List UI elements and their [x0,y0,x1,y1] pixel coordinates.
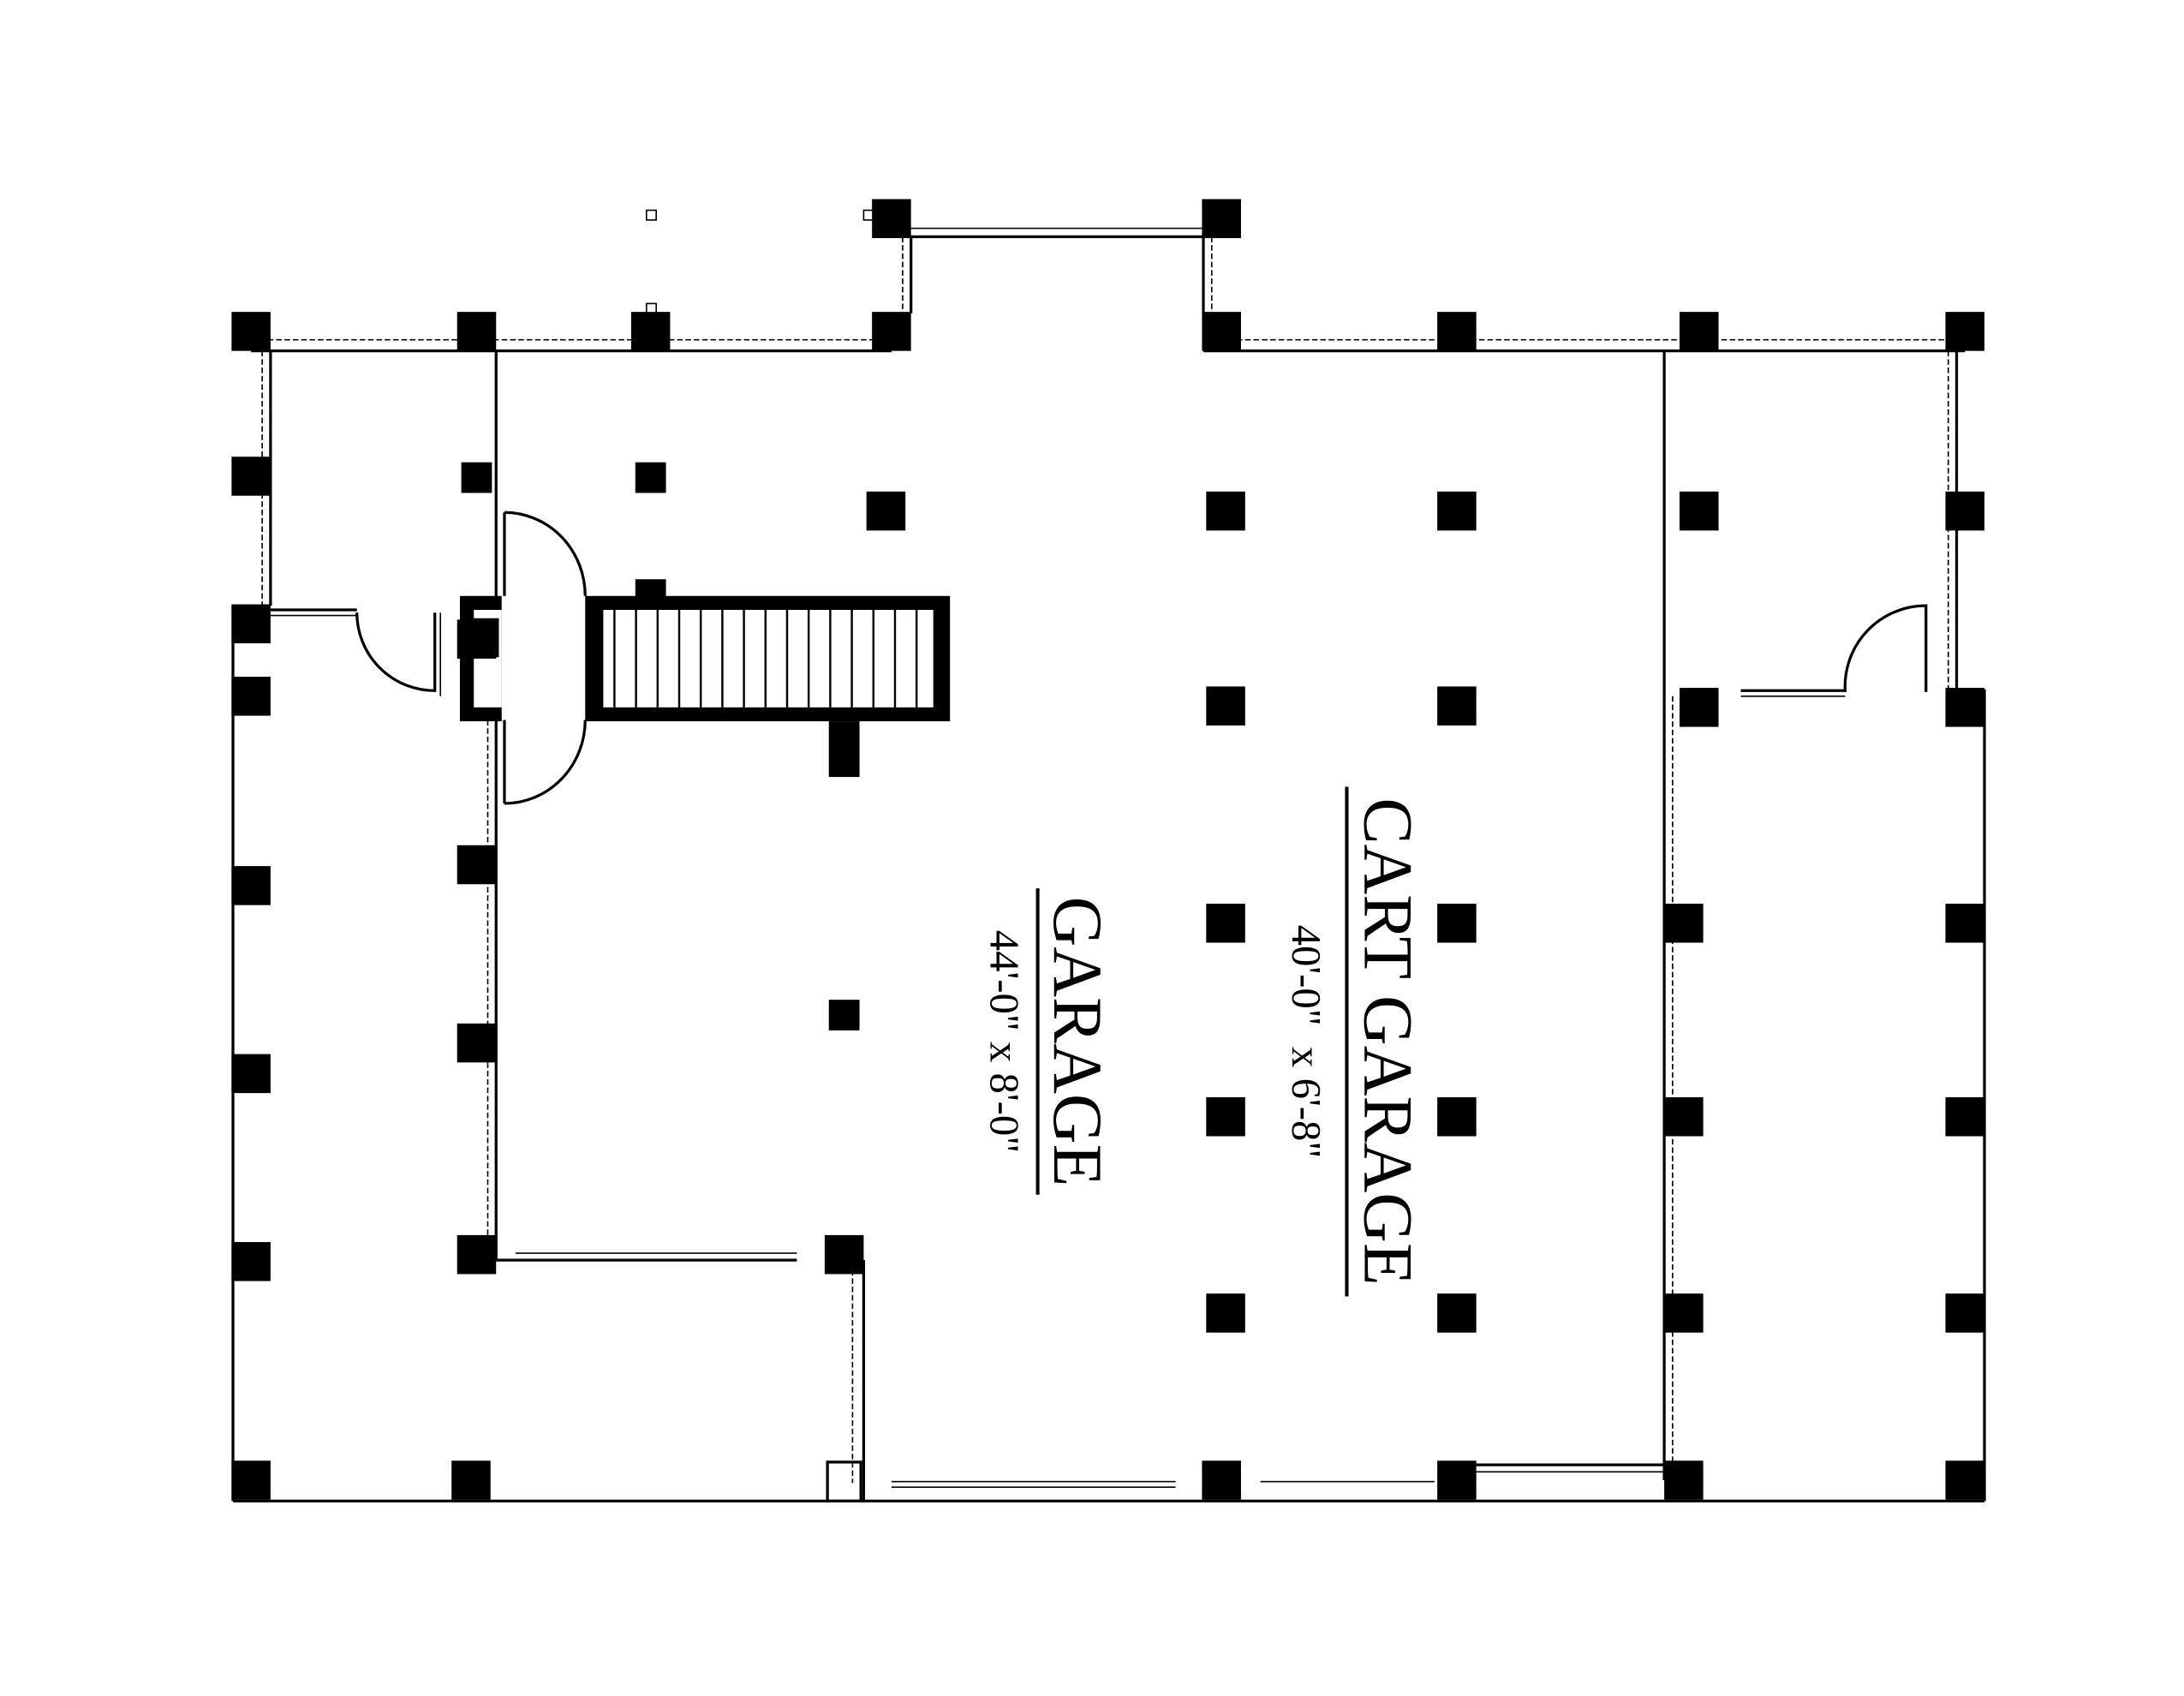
column [1206,1096,1245,1137]
columns [231,199,1985,1500]
column [1206,904,1245,943]
staircase [459,579,951,778]
column [451,1460,491,1500]
column [1202,1460,1241,1500]
column [1680,312,1719,351]
column [872,199,911,238]
column [1437,904,1477,943]
column [1945,904,1985,943]
column [1202,312,1241,351]
column [1437,312,1477,351]
column [1945,312,1985,351]
column [231,604,271,644]
column [1437,1096,1477,1137]
column [1664,904,1704,943]
column [1437,1293,1477,1333]
column [1437,491,1477,531]
column [231,312,271,351]
column [1664,1096,1704,1137]
column [1945,491,1985,531]
walls [231,209,1986,1503]
column [828,1000,860,1030]
column [630,312,671,351]
column [456,619,497,659]
column [1664,1460,1704,1500]
column [1945,1096,1985,1137]
column [1206,686,1245,726]
column [456,312,497,351]
column [1945,688,1985,727]
column [1680,491,1719,531]
column [635,462,666,493]
room-name-cart-garage: CART GARAGE [1350,797,1427,1285]
garage-label: GARAGE 44'-0" x 8'-0" [981,888,1116,1195]
column [866,491,906,531]
column [231,1242,271,1281]
column [456,1234,497,1275]
column [1680,688,1719,727]
column [1437,1460,1477,1500]
column [456,1023,497,1063]
column [872,312,911,351]
column [231,866,271,905]
column [1202,199,1241,238]
cart-garage-label: CART GARAGE 40'-0" x 6'-8" [1283,786,1427,1297]
column [231,1460,271,1500]
column [231,457,271,496]
room-dimensions-garage: 44'-0" x 8'-0" [981,930,1027,1153]
column [456,845,497,885]
column [1945,1460,1985,1500]
column [231,677,271,716]
column [1664,1293,1704,1333]
column [231,1054,271,1094]
column [1437,686,1477,726]
column [1945,1293,1985,1333]
column [461,462,492,493]
column [1206,491,1245,531]
column [824,1234,864,1275]
room-dimensions-cart-garage: 40'-0" x 6'-8" [1283,925,1329,1159]
column [1206,1293,1245,1333]
room-name-garage: GARAGE [1039,897,1116,1187]
